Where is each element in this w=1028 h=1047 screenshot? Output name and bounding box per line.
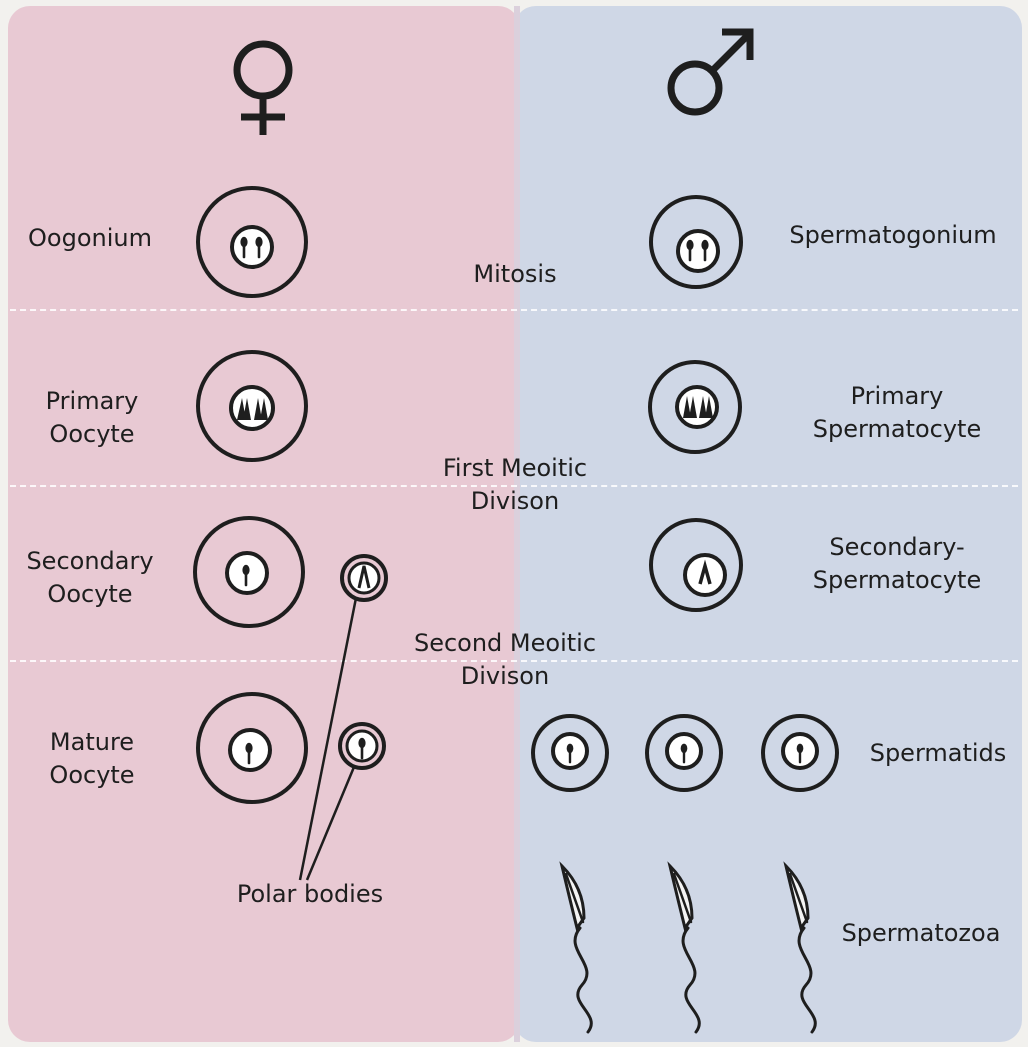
label-oogonium: Oogonium	[10, 222, 170, 255]
label-mitosis: Mitosis	[430, 258, 600, 291]
label-second-meiotic-division: Second Meoitic Divison	[390, 627, 620, 693]
label-spermatids: Spermatids	[852, 737, 1024, 770]
spermatid-cell	[533, 716, 607, 790]
oogonium-cell	[198, 188, 306, 296]
label-first-meiotic-division: First Meoitic Divison	[410, 452, 620, 518]
secondary-spermatocyte-cell	[651, 520, 741, 610]
spermatozoon	[562, 866, 591, 1032]
primary-oocyte-cell	[198, 352, 306, 460]
label-primary-oocyte: Primary Oocyte	[22, 385, 162, 451]
label-primary-spermatocyte: Primary Spermatocyte	[782, 380, 1012, 446]
secondary-oocyte-cell	[195, 518, 303, 626]
spermatogonium-cell	[651, 197, 741, 287]
spermatid-cell	[647, 716, 721, 790]
label-spermatozoa: Spermatozoa	[818, 917, 1024, 950]
label-polar-bodies: Polar bodies	[205, 878, 415, 911]
mars-symbol-icon	[671, 32, 750, 112]
spermatozoon	[786, 866, 815, 1032]
second-polar-body	[340, 724, 384, 768]
label-mature-oocyte: Mature Oocyte	[22, 726, 162, 792]
spermatozoon	[670, 866, 699, 1032]
primary-spermatocyte-cell	[650, 362, 740, 452]
label-secondary-spermatocyte: Secondary- Spermatocyte	[782, 531, 1012, 597]
label-secondary-oocyte: Secondary Oocyte	[10, 545, 170, 611]
first-polar-body	[342, 556, 386, 600]
label-spermatogonium: Spermatogonium	[762, 219, 1024, 252]
spermatid-cell	[763, 716, 837, 790]
venus-symbol-icon	[237, 44, 289, 135]
mature-oocyte-cell	[198, 694, 306, 802]
